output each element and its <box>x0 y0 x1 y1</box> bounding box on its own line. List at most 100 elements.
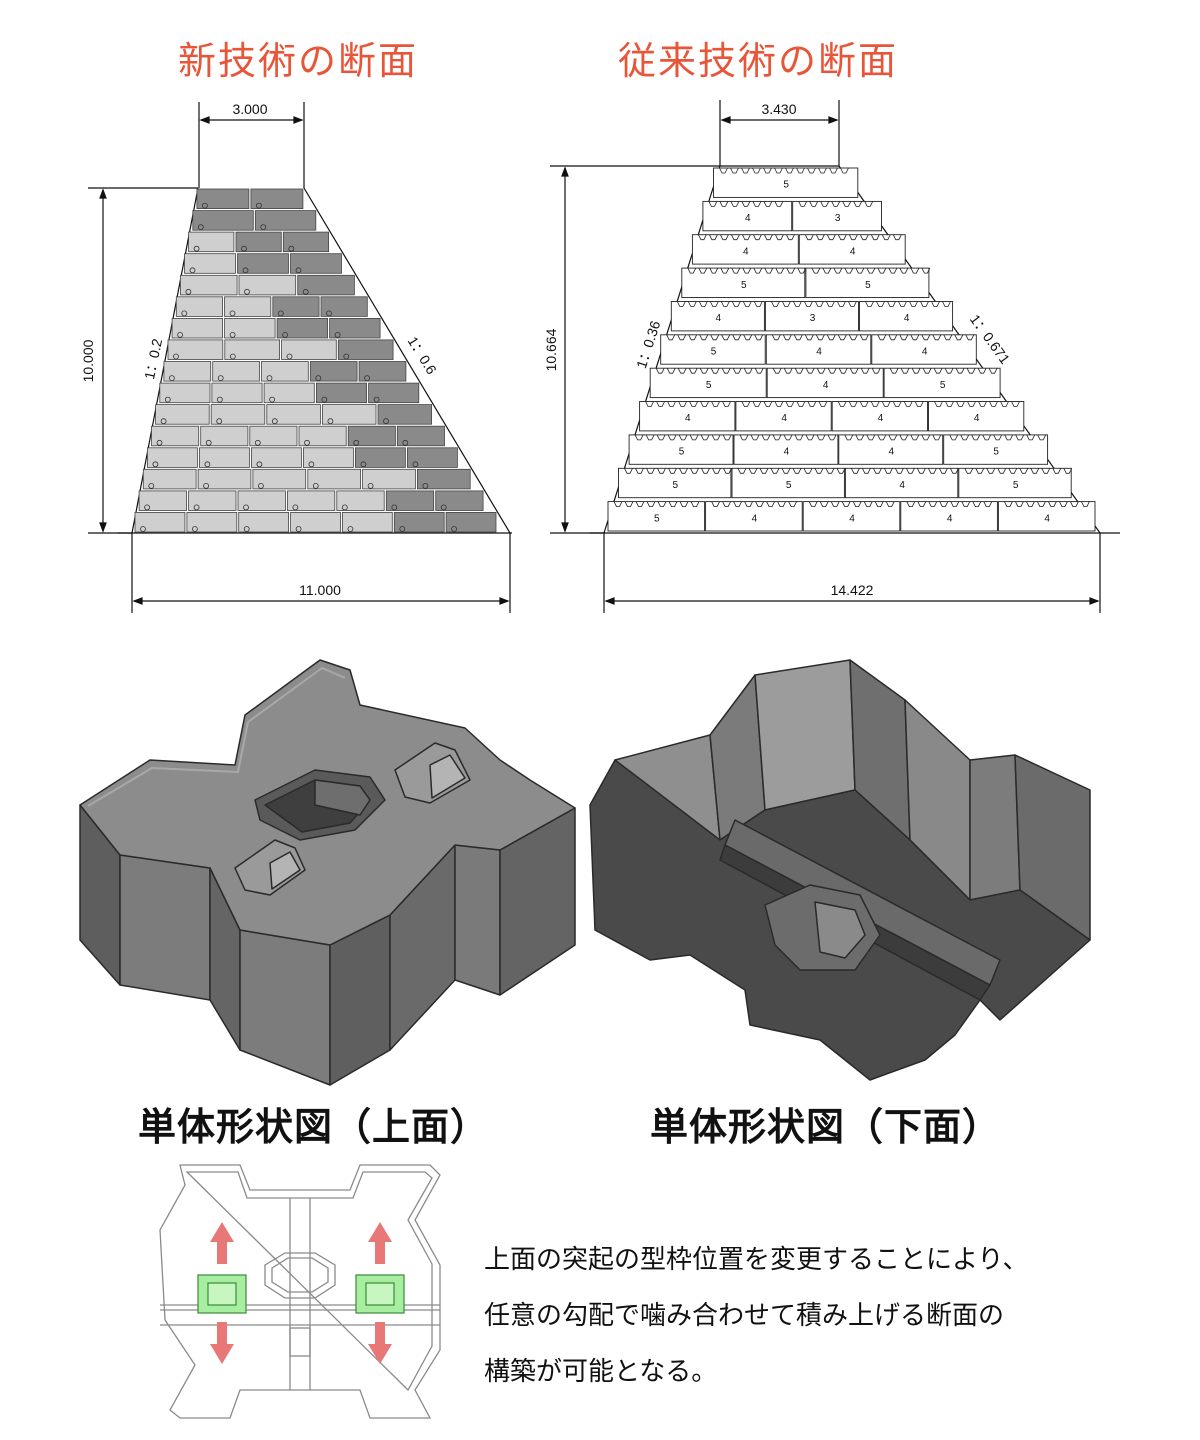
new-section-block <box>290 512 341 533</box>
new-section-block <box>354 447 406 468</box>
new-section-block <box>146 447 198 468</box>
new-section-block <box>250 188 304 210</box>
old-section-block <box>733 434 839 465</box>
block-boss-mark <box>160 418 167 425</box>
old-block-label: 5 <box>741 280 747 291</box>
block-teeth <box>934 401 1020 407</box>
block-teeth <box>949 434 1047 441</box>
old-block-label: 5 <box>786 480 792 491</box>
block-boss-mark <box>177 331 184 338</box>
new-section-block <box>307 468 361 490</box>
old-section-block <box>731 467 845 499</box>
new-section-block <box>224 317 276 339</box>
new-section-block <box>315 382 367 404</box>
block-boss-mark <box>185 288 192 295</box>
new-section-block <box>192 210 254 231</box>
block-teeth <box>877 334 975 341</box>
block-boss-mark <box>193 504 200 511</box>
block-boss-mark <box>152 461 159 468</box>
old-slope-left-label: 1：0.36 <box>633 318 663 370</box>
block-teeth <box>1004 501 1090 507</box>
block-teeth <box>811 267 931 274</box>
block-teeth <box>804 234 902 241</box>
block-boss-mark <box>260 224 267 231</box>
old-block-label: 4 <box>1044 513 1050 524</box>
block-boss-mark <box>422 482 429 489</box>
old-block-label: 4 <box>899 480 905 491</box>
new-section-block <box>155 404 210 425</box>
new-section-block <box>445 512 497 533</box>
block-boss-mark <box>156 439 163 446</box>
block-boss-mark <box>216 418 223 425</box>
new-section-block <box>179 274 238 296</box>
block-teeth <box>676 301 763 307</box>
block-boss-mark <box>327 418 334 425</box>
old-block-label: 4 <box>752 513 758 524</box>
old-block-label: 4 <box>781 413 787 424</box>
block-boss-mark <box>302 288 309 295</box>
old-block-label: 5 <box>865 280 871 291</box>
block-teeth <box>698 234 795 241</box>
new-section-block <box>336 490 385 511</box>
new-section-block <box>329 317 381 339</box>
old-section-block <box>639 401 736 432</box>
new-section-block <box>266 404 321 425</box>
new-section-block <box>435 490 484 511</box>
new-section-block <box>186 512 238 533</box>
block-teeth <box>666 334 764 341</box>
old-section-block <box>735 401 832 432</box>
new-section-block <box>235 231 282 253</box>
old-section-block <box>844 467 959 499</box>
old-section-block <box>802 501 901 532</box>
new-section-block <box>210 404 266 425</box>
new-section-block <box>184 253 236 274</box>
old-block-label: 4 <box>784 447 790 458</box>
block-boss-mark <box>391 504 398 511</box>
new-section-block <box>163 361 212 382</box>
old-block-label: 4 <box>904 313 910 324</box>
block-boss-mark <box>205 439 212 446</box>
new-section-blocks <box>134 188 497 533</box>
arrow-down-left-icon <box>210 1322 234 1364</box>
block-teeth <box>645 401 731 407</box>
block-boss-mark <box>243 504 249 511</box>
new-section-block <box>272 296 320 317</box>
block-boss-mark <box>399 526 406 532</box>
block-boss-mark <box>451 526 458 532</box>
block-boss-mark <box>286 353 293 360</box>
block-teeth <box>624 468 732 474</box>
block-teeth <box>851 468 959 474</box>
block-boss-mark <box>367 482 374 489</box>
new-section-block <box>188 490 237 511</box>
old-block-label: 5 <box>783 180 789 191</box>
block-teeth <box>634 434 732 441</box>
block-teeth <box>737 468 846 474</box>
new-slope-left-label: 1：0.2 <box>141 337 165 381</box>
old-block-label: 4 <box>947 513 953 524</box>
old-section-block <box>900 501 998 532</box>
old-block-label: 4 <box>889 447 895 458</box>
block-teeth <box>889 368 998 374</box>
old-block-label: 4 <box>974 413 980 424</box>
old-block-label: 4 <box>823 380 829 391</box>
block-teeth <box>741 401 828 407</box>
block-teeth <box>865 301 951 307</box>
block-teeth <box>771 334 869 341</box>
old-section-block <box>618 467 732 499</box>
block-boss-mark <box>383 418 389 425</box>
block-teeth <box>708 201 784 207</box>
block-boss-mark <box>360 461 367 468</box>
new-section-block <box>286 490 336 511</box>
old-block-label: 4 <box>850 246 856 257</box>
block-boss-mark <box>277 310 284 317</box>
old-block-label: 4 <box>816 347 822 358</box>
new-section-block <box>276 317 329 339</box>
new-section-block <box>198 447 250 468</box>
new-section-block <box>171 317 224 339</box>
block-boss-mark <box>241 245 247 252</box>
new-section-block <box>347 425 396 447</box>
old-block-label: 5 <box>679 447 685 458</box>
block-boss-mark <box>197 224 204 231</box>
new-section-block <box>261 361 309 382</box>
